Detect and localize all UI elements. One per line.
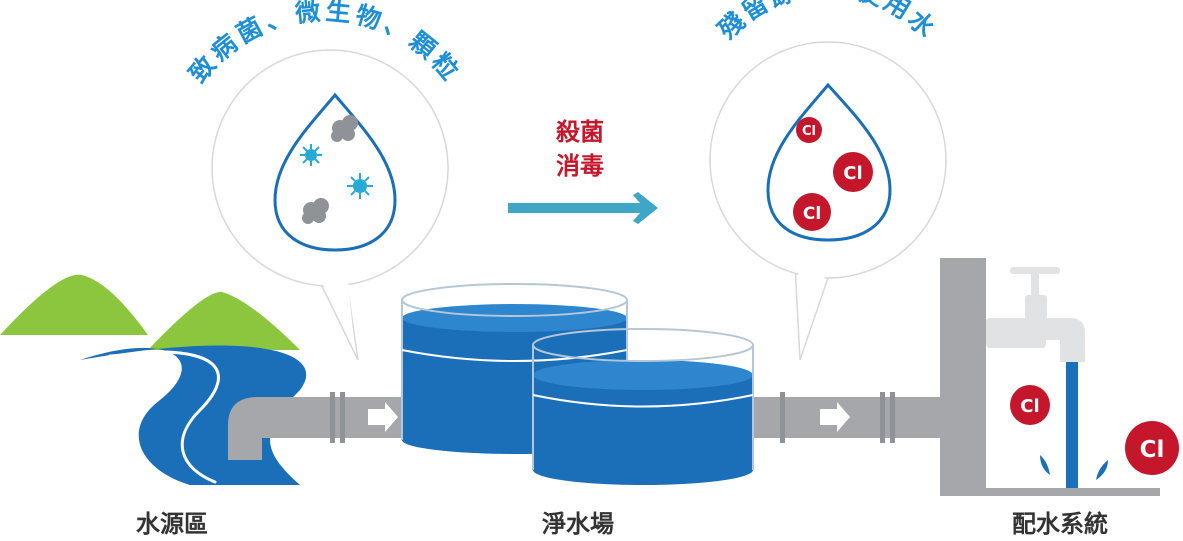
virus-icon xyxy=(300,144,322,166)
water-tank-front xyxy=(532,328,754,485)
contaminants-bubble xyxy=(211,49,449,361)
source-label: 水源區 xyxy=(136,510,208,538)
particle-icon xyxy=(331,115,358,142)
distribution-tap: Cl Cl xyxy=(940,258,1179,496)
plant-label: 淨水場 xyxy=(542,510,614,538)
virus-icon xyxy=(347,173,373,199)
chlorine-icon: Cl xyxy=(796,117,822,143)
process-label-line2: 消毒 xyxy=(556,152,604,180)
intake-pipe xyxy=(228,397,420,460)
chlorine-icon: Cl xyxy=(1125,421,1179,475)
svg-text:Cl: Cl xyxy=(843,163,862,184)
svg-text:Cl: Cl xyxy=(1140,437,1165,463)
svg-text:Cl: Cl xyxy=(803,204,821,224)
mountain-right xyxy=(148,291,300,350)
faucet-icon xyxy=(986,267,1085,362)
arrow-right-icon xyxy=(820,402,850,432)
wall xyxy=(940,258,986,496)
treated-water-title: 殘留餘氯的使用水 xyxy=(712,0,942,45)
distribution-label: 配水系統 xyxy=(1012,510,1108,538)
chlorine-icon: Cl xyxy=(833,152,873,192)
chlorine-icon: Cl xyxy=(793,193,831,231)
svg-text:Cl: Cl xyxy=(802,124,816,139)
svg-text:Cl: Cl xyxy=(1020,396,1039,417)
process-label-line1: 殺菌 xyxy=(556,118,604,146)
disinfection-step: 殺菌 消毒 xyxy=(508,118,658,224)
arrow-right-icon xyxy=(508,192,658,224)
chlorine-icon: Cl xyxy=(1010,385,1050,425)
water-stream xyxy=(1066,362,1078,488)
treated-water-bubble: Cl Cl Cl xyxy=(709,41,947,361)
mountains xyxy=(0,274,300,350)
arrow-right-icon xyxy=(368,402,398,432)
mountain-left xyxy=(0,274,148,335)
particle-icon xyxy=(302,198,329,224)
